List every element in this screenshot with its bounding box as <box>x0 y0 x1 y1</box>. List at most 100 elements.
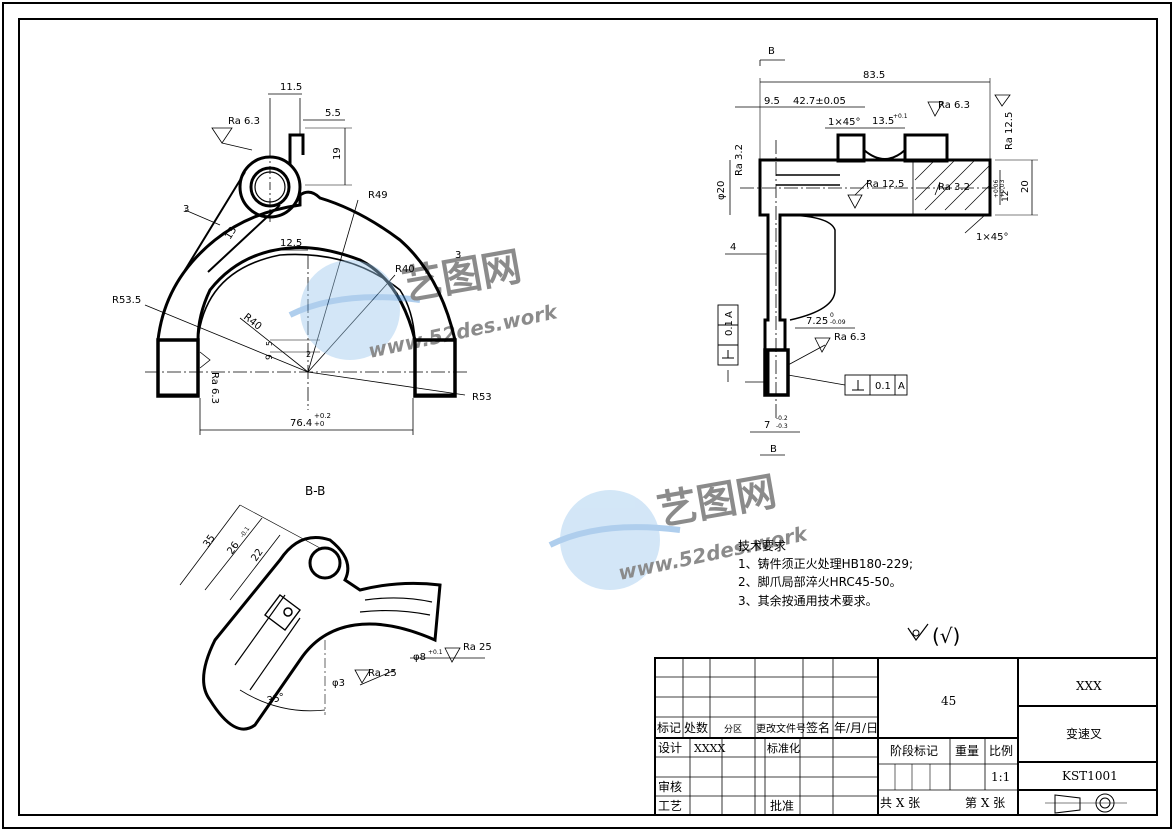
ra-25-b: Ra 25 <box>368 668 397 679</box>
side-hatching <box>914 159 991 211</box>
tol-frame-vertical <box>717 304 739 366</box>
roughness-symbol-top <box>211 127 233 144</box>
roughness-symbol-a <box>444 647 461 663</box>
ra-25-a: Ra 25 <box>463 642 492 653</box>
side-boss-left <box>836 133 866 163</box>
dim-r40-a: R40 <box>395 264 415 275</box>
section-outline <box>202 536 442 731</box>
section-title: B-B <box>305 484 325 498</box>
side-view <box>717 59 1038 456</box>
tb-header-sign: 签名 <box>806 720 830 735</box>
tb-standardize-label: 标准化 <box>767 741 800 755</box>
notes-item-3: 3、其余按通用技术要求。 <box>738 593 878 608</box>
ra-3-2-inner: Ra 3.2 <box>938 182 970 193</box>
section-mark-b-bottom: B <box>770 444 777 455</box>
watermark-upper: 艺图网 www.52des.work <box>288 244 561 363</box>
tb-designer: XXXX <box>694 742 725 755</box>
dim-13-5: 13.5 <box>872 116 894 127</box>
roughness-general-icon <box>907 623 929 642</box>
dim-7-tol-upper: -0.2 <box>776 415 788 422</box>
tb-sheet-no: 第 X 张 <box>965 796 1005 810</box>
tol-v-value: 0.1 <box>724 320 735 336</box>
side-slot <box>776 174 840 186</box>
roughness-symbol-b <box>354 669 371 684</box>
dim-line-35 <box>179 504 241 586</box>
watermark-brand-2: 艺图网 <box>654 469 780 535</box>
leader-r40a <box>307 274 396 373</box>
tb-part-name: 变速叉 <box>1066 726 1102 741</box>
dim-r49: R49 <box>368 190 388 201</box>
roughness-symbol-side-i <box>847 194 863 209</box>
ra-6-3-side-b: Ra 6.3 <box>834 332 866 343</box>
dim-12-5: 12.5 <box>280 238 302 249</box>
leader-ra63-b <box>787 344 826 366</box>
ra-12-5-inner: Ra 12.5 <box>866 179 904 190</box>
tb-design-label: 设计 <box>658 741 682 755</box>
tb-scale: 1:1 <box>991 770 1010 784</box>
title-block-border <box>654 657 1158 816</box>
dim-7-25: 7.25 <box>806 316 828 327</box>
dim-angle-35: 35° <box>266 692 286 707</box>
dim-13: 13 <box>223 225 239 242</box>
dim-4: 4 <box>730 242 736 253</box>
leader-ra25-b <box>359 669 396 686</box>
side-view-labels: B B 83.5 9.5 42.7±0.05 Ra 6.3 Ra 12.5 1×… <box>716 46 1031 455</box>
dim-phi3: φ3 <box>332 678 345 689</box>
leader-r49 <box>307 199 359 373</box>
dim-3-right: 3 <box>455 250 461 261</box>
leader-r53-5 <box>144 304 309 373</box>
tb-total-sheets: 共 X 张 <box>880 796 920 810</box>
side-notch <box>863 149 906 160</box>
tol-h-value: 0.1 <box>875 381 891 392</box>
watermark-globe-icon <box>300 260 400 360</box>
watermark-globe-icon-2 <box>560 490 660 590</box>
ra-12-5-right: Ra 12.5 <box>1004 112 1015 150</box>
technical-notes: 技术要求 1、铸件须正火处理HB180-229; 2、脚爪局部淬火HRC45-5… <box>738 539 913 608</box>
dim-2: 2 <box>306 350 311 359</box>
tb-scale-label: 比例 <box>989 744 1013 758</box>
leader-tol-h <box>787 374 846 386</box>
dim-phi8: φ8 <box>413 652 426 663</box>
tb-approve-label: 批准 <box>770 798 794 813</box>
dim-20: 20 <box>1020 180 1031 193</box>
perpendicularity-symbol-v <box>722 350 734 359</box>
tb-process-label: 工艺 <box>658 799 682 813</box>
title-block <box>654 657 1158 816</box>
tb-company: XXX <box>1076 679 1102 693</box>
fork-inner-arc <box>197 253 416 341</box>
dim-r40-b: R40 <box>241 312 263 333</box>
fork-outline <box>156 190 457 397</box>
watermark-swoosh-icon <box>288 294 421 318</box>
ra-3-2-left: Ra 3.2 <box>734 144 745 176</box>
dim-chamfer-2: 1×45° <box>976 232 1008 243</box>
dim-9: 9 <box>265 354 275 360</box>
roughness-symbol-side-a <box>927 101 944 117</box>
roughness-general-circle <box>912 629 920 637</box>
ra-6-3-left: Ra 6.3 <box>209 372 220 404</box>
tb-review-label: 审核 <box>658 779 682 794</box>
dim-chamfer-1: 1×45° <box>828 117 860 128</box>
dim-42-7: 42.7±0.05 <box>793 96 846 107</box>
dim-26-tol: -0.1 <box>239 525 252 539</box>
dim-7-25-tol-upper: 0 <box>830 312 834 319</box>
dim-7-tol-lower: -0.3 <box>776 423 788 430</box>
side-rib <box>779 214 836 321</box>
dim-35: 35 <box>201 533 217 550</box>
dim-phi20: φ20 <box>716 181 727 200</box>
roughness-symbol-side-b <box>814 337 831 353</box>
leader-ra-top <box>221 142 253 151</box>
tol-v-datum: A <box>724 311 735 318</box>
watermark-brand: 艺图网 <box>399 244 525 310</box>
leader-ra125-i <box>854 179 871 196</box>
projection-cone-icon <box>1054 794 1081 814</box>
notes-title: 技术要求 <box>738 539 786 553</box>
dim-line-26 <box>204 517 263 591</box>
dim-11-5: 11.5 <box>280 82 302 93</box>
notes-item-2: 2、脚爪局部淬火HRC45-50。 <box>738 574 902 589</box>
tb-material: 45 <box>941 694 956 708</box>
tb-drawing-no: KST1001 <box>1062 769 1118 783</box>
ra-6-3-side-a: Ra 6.3 <box>938 100 970 111</box>
section-view <box>179 504 485 731</box>
roughness-symbol-side-r <box>994 94 1011 107</box>
side-body <box>758 158 992 397</box>
